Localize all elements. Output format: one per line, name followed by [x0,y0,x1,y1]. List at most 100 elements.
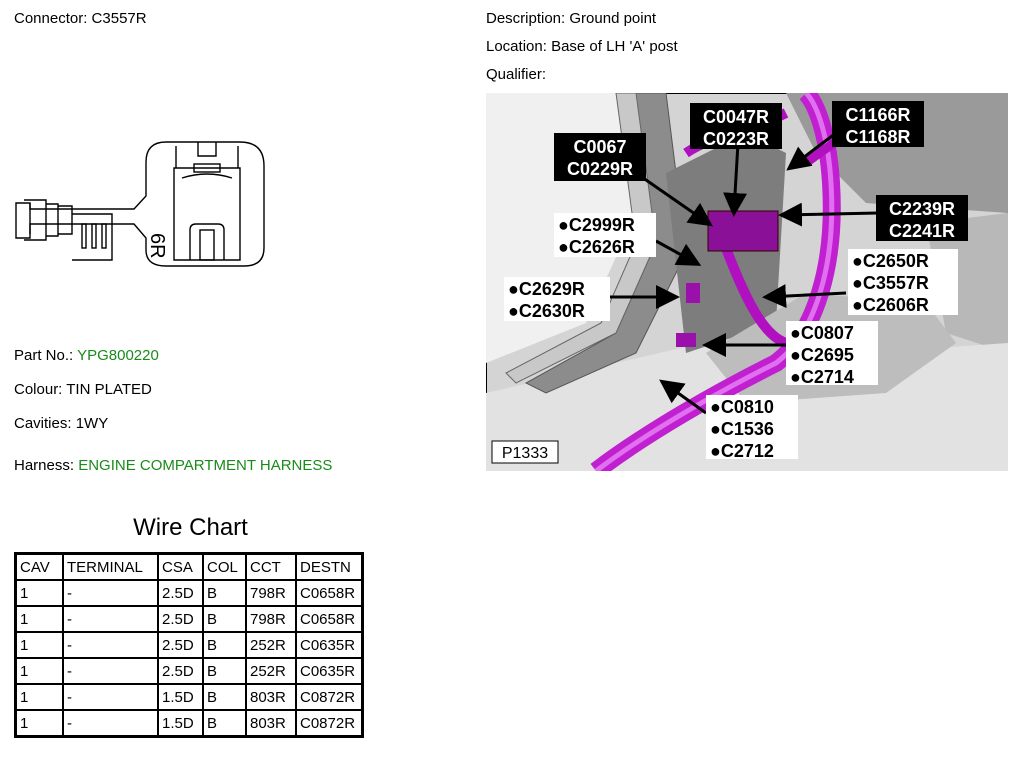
cell-cav: 1 [14,709,64,738]
harness-label: Harness: [14,457,75,474]
svg-text:●C2650R: ●C2650R [852,251,929,271]
harness-value[interactable]: ENGINE COMPARTMENT HARNESS [78,457,333,474]
cavities-value: 1WY [75,415,109,432]
table-row: 1 - 2.5D B 798R C0658R [14,579,364,607]
col-header-cct: CCT [245,552,297,581]
cell-cav: 1 [14,579,64,607]
cell-csa: 1.5D [157,683,204,711]
svg-text:●C2714: ●C2714 [790,367,854,387]
label-text: C0229R [567,159,633,179]
svg-text:●C3557R: ●C3557R [852,273,929,293]
cell-col: B [202,631,247,659]
label-text: C0810 [721,397,774,417]
cell-csa: 2.5D [157,657,204,685]
label-c0810: ●C0810 ●C1536 ●C2712 [706,395,798,461]
label-text: C2712 [721,441,774,461]
cell-csa: 2.5D [157,631,204,659]
label-text: C0223R [703,129,769,149]
cell-destn: C0872R [295,683,364,711]
table-row: 1 - 2.5D B 252R C0635R [14,657,364,685]
colour-value: TIN PLATED [66,381,152,398]
label-text: C0067 [573,137,626,157]
col-header-terminal: TERMINAL [62,552,159,581]
cell-terminal: - [62,605,159,633]
label-c2650r: ●C2650R ●C3557R ●C2606R [848,249,958,315]
table-row: 1 - 2.5D B 252R C0635R [14,631,364,659]
cavities-field: Cavities: 1WY [14,415,108,432]
label-text: C2630R [519,301,585,321]
part-no-field: Part No.: YPG800220 [14,347,159,364]
label-c2239r: C2239R C2241R [876,195,968,241]
label-c1166r: C1166R C1168R [832,101,924,147]
label-c2629r: ●C2629R ●C2630R [504,277,610,321]
cell-terminal: - [62,709,159,738]
description-label: Description: [486,10,566,27]
svg-text:●C1536: ●C1536 [710,419,774,439]
cell-csa: 2.5D [157,579,204,607]
label-c2999r: ●C2999R ●C2626R [554,213,656,257]
label-c0807: ●C0807 ●C2695 ●C2714 [786,321,878,387]
label-c0067: C0067 C0229R [554,133,646,181]
cell-col: B [202,683,247,711]
cavities-label: Cavities: [14,415,72,432]
cell-csa: 2.5D [157,605,204,633]
label-text: C2650R [863,251,929,271]
svg-text:●C2606R: ●C2606R [852,295,929,315]
description-field: Description: Ground point [486,10,656,27]
cell-destn: C0635R [295,657,364,685]
cell-col: B [202,709,247,738]
location-photo: C0067 C0229R C0047R C0223R C1166R C1168R… [486,93,1008,471]
cell-destn: C0658R [295,605,364,633]
connector-label: Connector: [14,10,88,27]
cell-cct: 803R [245,683,297,711]
cell-cct: 798R [245,579,297,607]
cell-terminal: - [62,657,159,685]
label-text: C2695 [801,345,854,365]
svg-text:●C2999R: ●C2999R [558,215,635,235]
label-c0047r: C0047R C0223R [690,103,782,149]
svg-text:●C2629R: ●C2629R [508,279,585,299]
drawing-label: 6R [146,233,168,259]
harness-field: Harness: ENGINE COMPARTMENT HARNESS [14,457,332,474]
cell-cav: 1 [14,605,64,633]
cell-cct: 803R [245,709,297,738]
svg-text:●C2630R: ●C2630R [508,301,585,321]
cell-cav: 1 [14,657,64,685]
connector-drawing: 6R [15,141,265,267]
label-text: C2999R [569,215,635,235]
label-text: C2626R [569,237,635,257]
label-text: C2629R [519,279,585,299]
cell-col: B [202,657,247,685]
cell-col: B [202,579,247,607]
location-value: Base of LH 'A' post [551,38,678,55]
location-label: Location: [486,38,547,55]
col-header-cav: CAV [14,552,64,581]
part-no-label: Part No.: [14,347,74,364]
cell-cav: 1 [14,631,64,659]
cell-terminal: - [62,579,159,607]
label-text: C3557R [863,273,929,293]
wire-chart-title: Wire Chart [133,514,248,541]
location-field: Location: Base of LH 'A' post [486,38,678,55]
cell-col: B [202,605,247,633]
cell-terminal: - [62,683,159,711]
table-row: 1 - 2.5D B 798R C0658R [14,605,364,633]
cell-cav: 1 [14,683,64,711]
table-row: 1 - 1.5D B 803R C0872R [14,683,364,711]
label-text: C1166R [845,105,910,125]
cell-cct: 252R [245,657,297,685]
svg-text:●C0807: ●C0807 [790,323,854,343]
cell-cct: 252R [245,631,297,659]
wire-chart-table: CAV TERMINAL CSA COL CCT DESTN 1 - 2.5D … [14,552,364,738]
label-text: C2714 [801,367,854,387]
cell-destn: C0635R [295,631,364,659]
svg-text:●C2695: ●C2695 [790,345,854,365]
svg-text:●C2626R: ●C2626R [558,237,635,257]
connector-field: Connector: C3557R [14,10,147,27]
cell-destn: C0658R [295,579,364,607]
label-text: C1168R [845,127,910,147]
table-row: 1 - 1.5D B 803R C0872R [14,709,364,738]
part-no-value[interactable]: YPG800220 [77,347,159,364]
label-text: C0807 [801,323,854,343]
cell-csa: 1.5D [157,709,204,738]
